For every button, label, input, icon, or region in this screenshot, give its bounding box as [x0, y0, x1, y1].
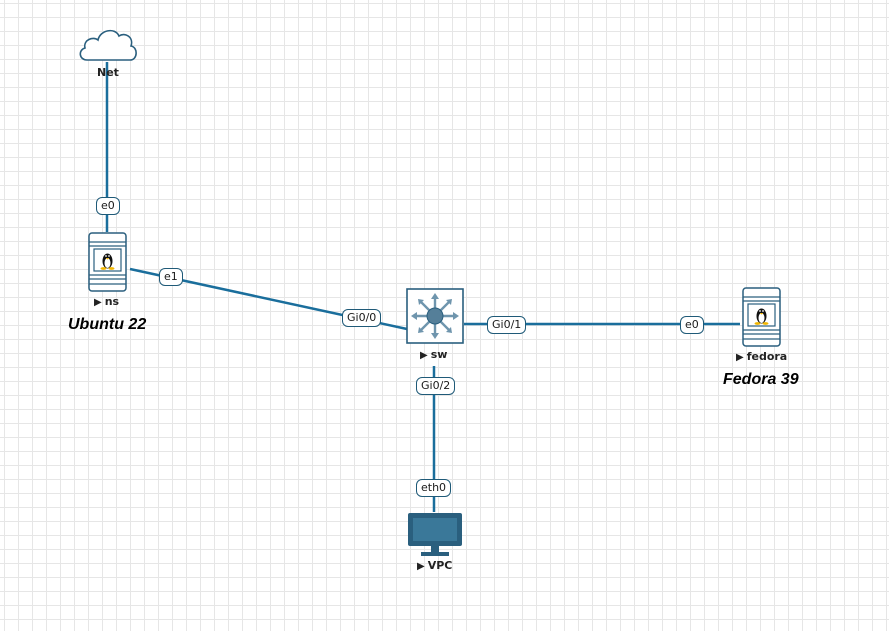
node-vpc[interactable] [407, 511, 463, 557]
iface-fedora-e0[interactable]: e0 [680, 316, 704, 334]
node-ns[interactable] [88, 232, 127, 292]
iface-ns-e1[interactable]: e1 [159, 268, 183, 286]
play-icon: ▶ [417, 561, 425, 572]
cloud-icon [79, 29, 137, 61]
node-sw[interactable] [406, 288, 464, 344]
iface-sw-gi02[interactable]: Gi0/2 [416, 377, 456, 395]
annotation-fedora[interactable]: Fedora 39 [723, 371, 799, 388]
node-net[interactable] [77, 24, 139, 64]
layer3-switch-icon [406, 288, 464, 344]
monitor-icon [408, 513, 462, 556]
iface-sw-gi00[interactable]: Gi0/0 [342, 309, 382, 327]
node-ns-label: ▶ns [94, 295, 120, 308]
play-icon: ▶ [420, 350, 428, 361]
node-fedora-label: ▶fedora [736, 350, 788, 363]
iface-sw-gi01[interactable]: Gi0/1 [487, 316, 527, 334]
node-net-label: Net [97, 66, 119, 79]
node-fedora[interactable] [742, 287, 781, 347]
node-vpc-label: ▶VPC [417, 559, 453, 572]
play-icon: ▶ [94, 297, 102, 308]
node-sw-label: ▶sw [420, 348, 448, 361]
iface-ns-e0[interactable]: e0 [96, 197, 120, 215]
annotation-ubuntu[interactable]: Ubuntu 22 [68, 316, 147, 333]
linux-server-icon [88, 232, 127, 292]
iface-vpc-eth0[interactable]: eth0 [416, 479, 452, 497]
play-icon: ▶ [736, 352, 744, 363]
linux-server-icon [742, 287, 781, 347]
